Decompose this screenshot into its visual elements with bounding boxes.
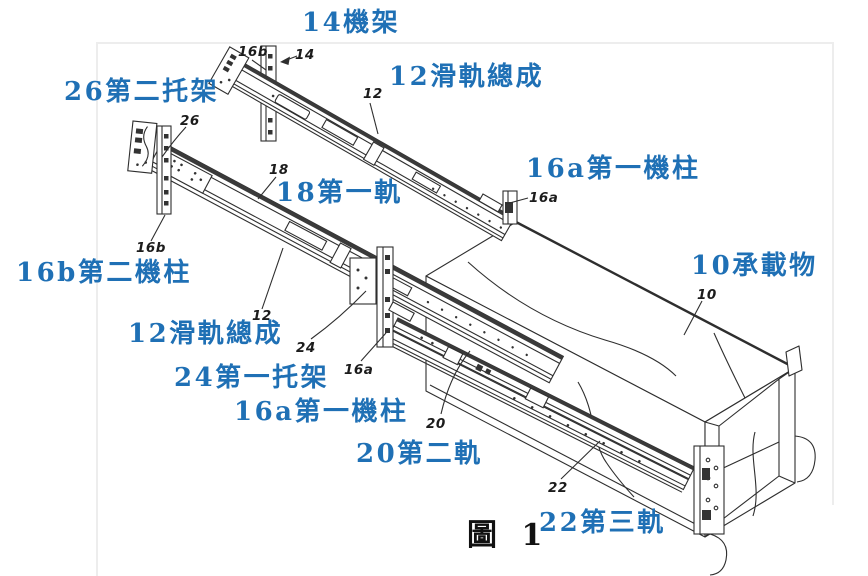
ref-20: 20 (426, 416, 446, 432)
label-slide-assembly-top: 12滑軌總成 (389, 62, 545, 92)
mounting-tab-top (274, 94, 311, 120)
ref-16a-top: 16a (529, 190, 559, 206)
label-second-bracket: 26第二托架 (64, 77, 220, 107)
ref-12-top: 12 (363, 86, 383, 102)
ref-10: 10 (697, 287, 717, 303)
label-second-rail: 20第二軌 (356, 439, 483, 469)
second-bracket-plate (127, 120, 158, 174)
label-first-rail: 18第一軌 (276, 178, 403, 208)
label-second-post: 16b第二機柱 (16, 258, 192, 288)
rail-end-bracket (693, 445, 728, 576)
first-post-top-art (478, 190, 518, 225)
label-third-rail: 22第三軌 (539, 508, 666, 538)
figure-caption: 圖 1 (467, 518, 550, 553)
ref-12-bottom: 12 (252, 308, 272, 324)
label-first-bracket: 24第一托架 (174, 363, 330, 393)
label-first-post-upper: 16a第一機柱 (526, 154, 701, 184)
second-post-bottom (156, 125, 172, 215)
ref-16a-bottom: 16a (344, 362, 374, 378)
figure-border (96, 42, 834, 576)
label-rack: 14機架 (302, 8, 401, 38)
ref-16b-bottom: 16b (136, 240, 166, 256)
leader-lines (150, 55, 703, 480)
box-rails (385, 317, 696, 493)
ref-18: 18 (269, 162, 289, 178)
label-first-post-lower: 16a第一機柱 (234, 397, 409, 427)
ref-24: 24 (296, 340, 316, 356)
label-slide-assembly-lower: 12滑軌總成 (128, 319, 284, 349)
label-carried-object: 10承載物 (691, 251, 818, 281)
ref-14: 14 (295, 47, 315, 63)
ref-22: 22 (548, 480, 568, 496)
ref-26: 26 (180, 113, 200, 129)
first-bracket-and-post (349, 246, 415, 348)
ref-16b-top: 16b (238, 44, 268, 60)
